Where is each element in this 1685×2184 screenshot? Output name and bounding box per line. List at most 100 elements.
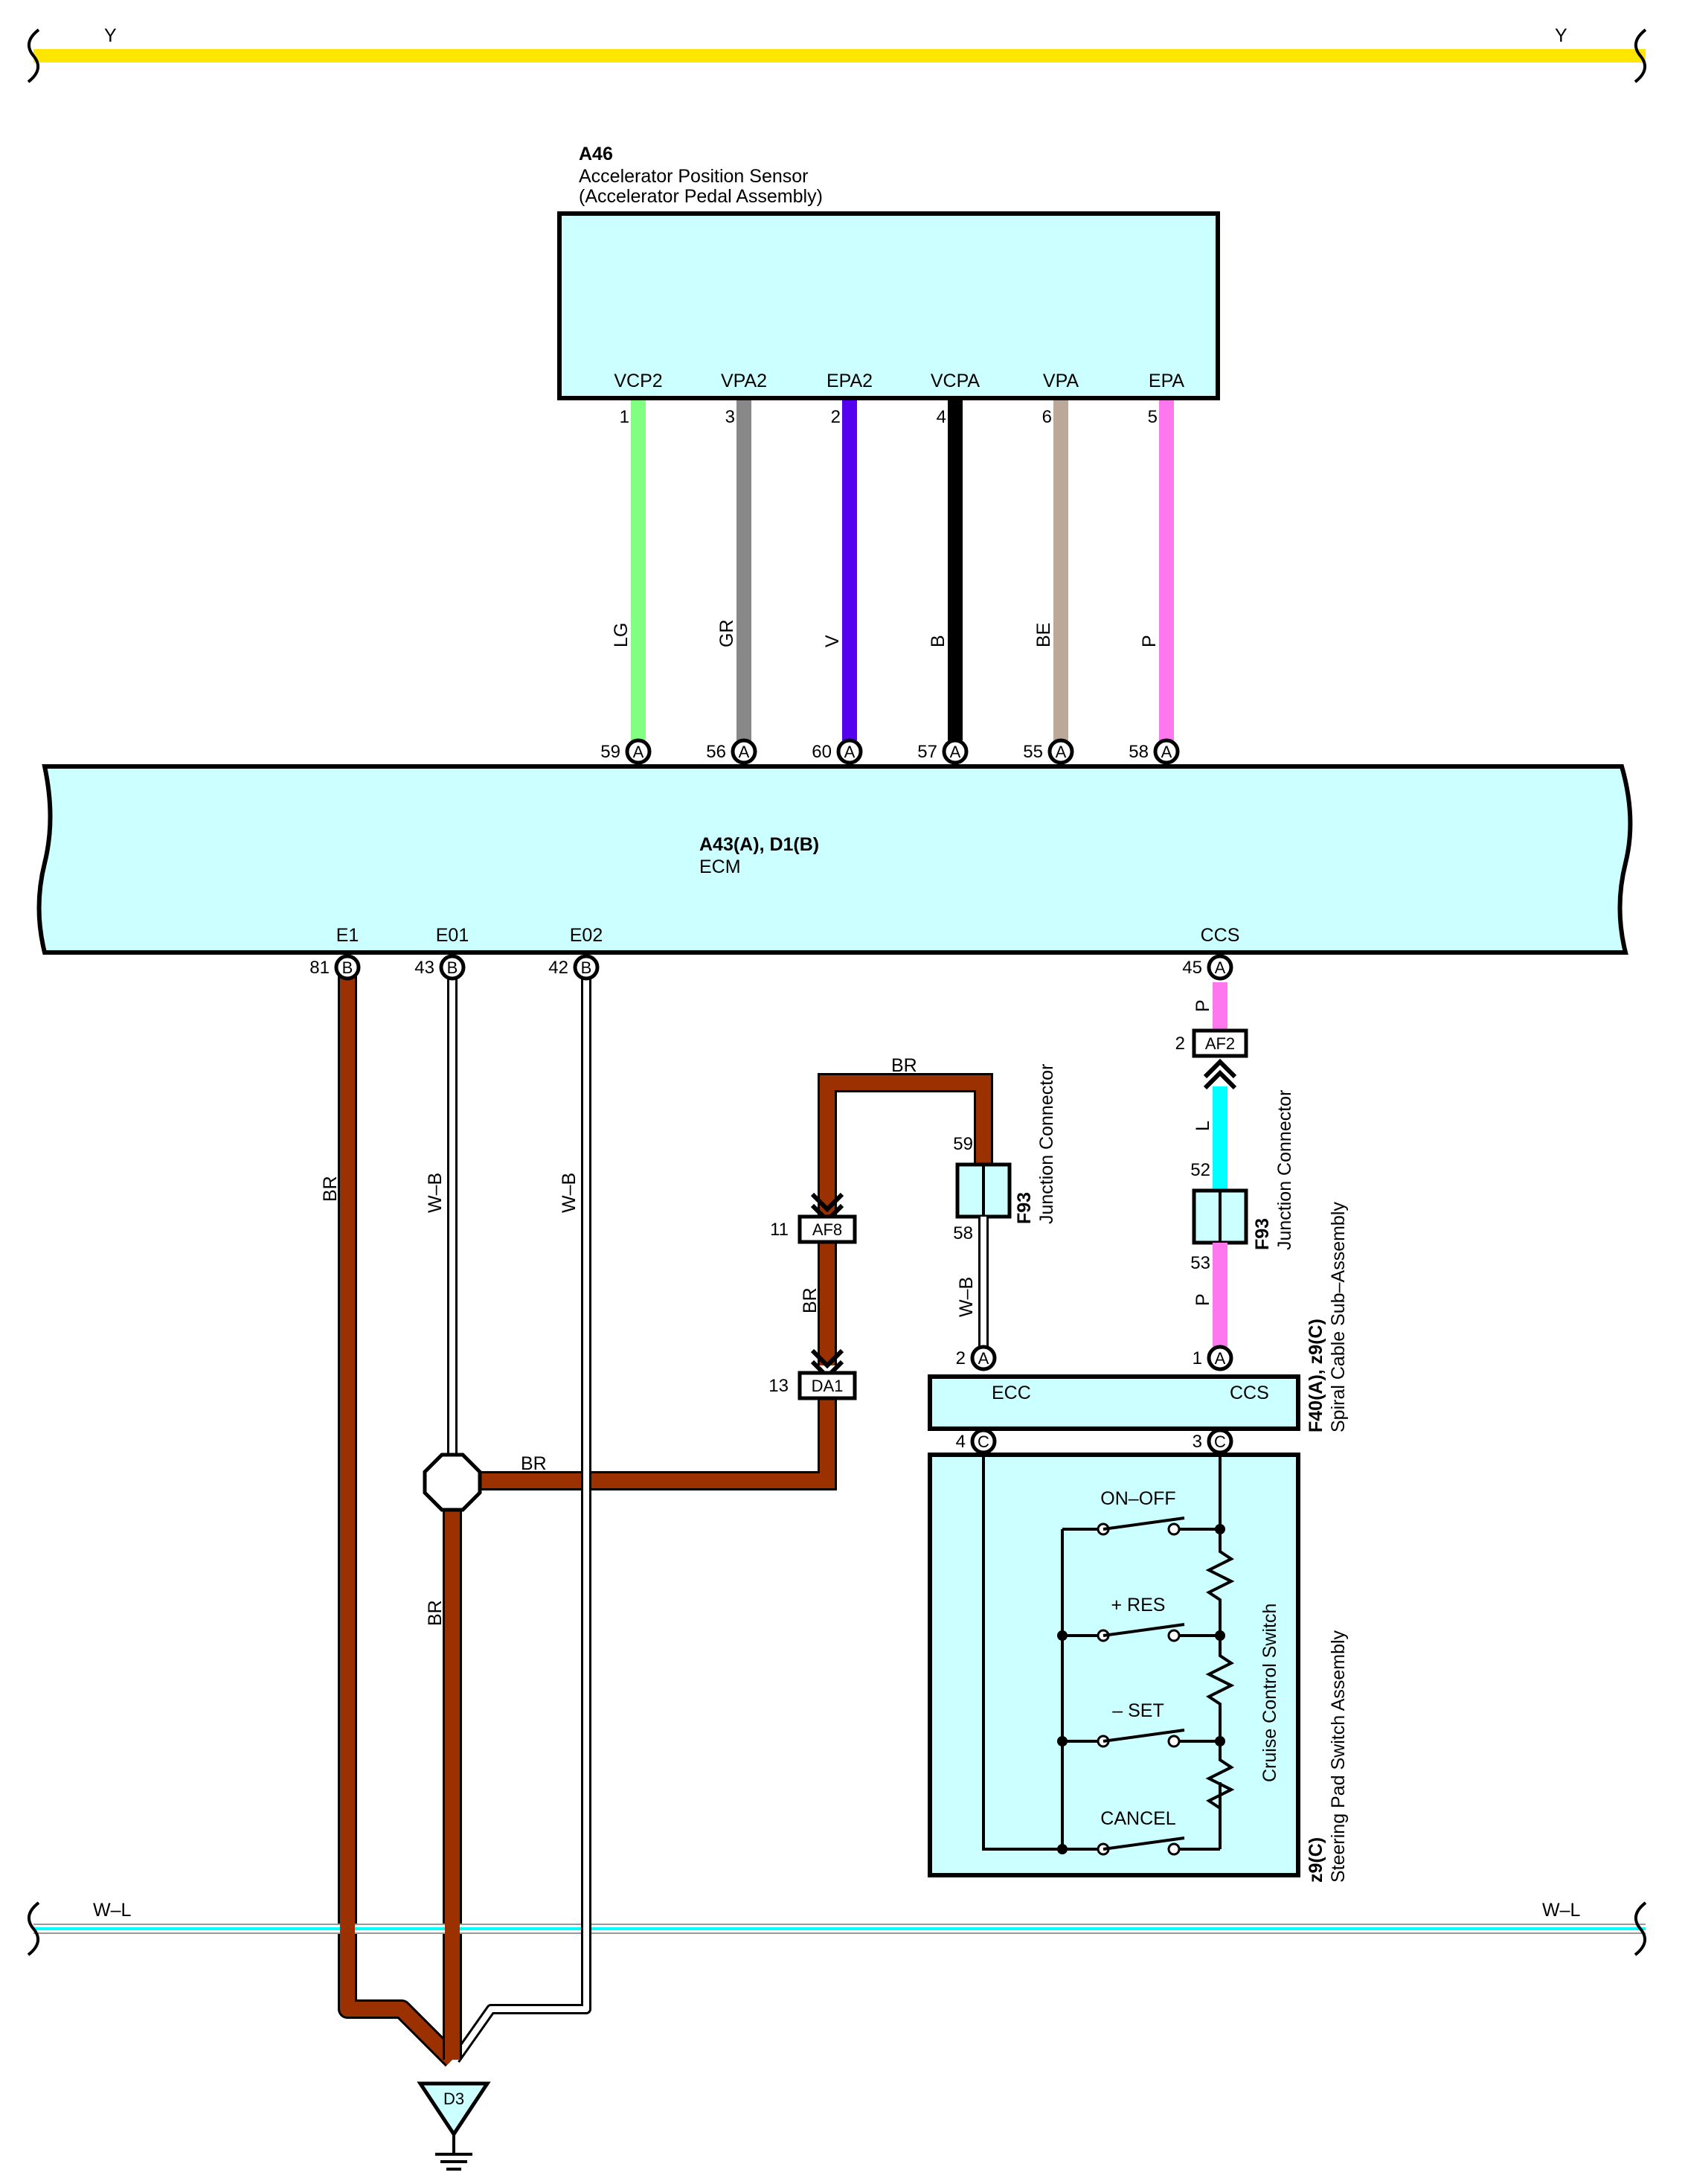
splice-point — [423, 1453, 482, 1512]
wire-label-loop-top: BR — [891, 1055, 917, 1076]
sensor-terminal-name: VPA2 — [721, 371, 767, 391]
bottom-bus: W–L W–L — [27, 1900, 1647, 1956]
switch-assembly-code: z9(C) — [1306, 1837, 1326, 1883]
ecm-bottom-connector-letter: B — [342, 958, 353, 977]
ecm-pin-number: 60 — [812, 742, 832, 762]
ecm-code: A43(A), D1(B) — [699, 834, 819, 855]
ecm: A43(A), D1(B) ECM — [36, 764, 1633, 955]
ecm-connector-letter: A — [739, 743, 750, 761]
connector-da1 — [797, 1371, 857, 1400]
switch-cancel: CANCEL — [1057, 1808, 1220, 1856]
ecm-bottom-pin-circle — [1207, 954, 1233, 981]
connector-af2 — [1192, 1028, 1248, 1058]
sensor-subname: (Accelerator Pedal Assembly) — [579, 186, 823, 207]
spiral-pin-tl: 2 — [956, 1348, 966, 1368]
switch-label-cancel: CANCEL — [1100, 1808, 1176, 1829]
ecm-connector-letter: A — [633, 743, 644, 761]
ecm-pin-circle — [1153, 738, 1180, 765]
f93-left-pin-bottom: 58 — [953, 1223, 973, 1243]
switch-assembly-box — [928, 1453, 1300, 1877]
ecm-name: ECM — [699, 856, 741, 877]
ecm-pin-circle — [836, 738, 863, 765]
f93-left-name: Junction Connector — [1036, 1064, 1057, 1224]
sensor-terminal-name: VCPA — [931, 371, 980, 391]
ecm-pin-circle — [625, 738, 652, 765]
wire-label-e1: BR — [320, 1176, 341, 1202]
spiral-pins: A 2 A 1 C 4 C 3 — [956, 1345, 1233, 1455]
ecm-connector-letter: A — [1056, 743, 1067, 761]
wire-label-e01: W–B — [425, 1173, 446, 1213]
resistor-icon — [1205, 1741, 1235, 1849]
wire-label-af8-da1: BR — [800, 1287, 821, 1313]
sensor-terminal-name: VCP2 — [614, 371, 662, 391]
connector-af2-code: AF2 — [1205, 1034, 1235, 1053]
sensor-box — [557, 211, 1220, 400]
switch-set: – SET — [1057, 1700, 1225, 1748]
break-mark-icon — [27, 1901, 40, 1956]
spiral-name: Spiral Cable Sub–Assembly — [1328, 1202, 1349, 1432]
f93-right-code: F93 — [1252, 1218, 1273, 1250]
wire-label-f93-wb: W–B — [956, 1277, 977, 1317]
ecm-bottom-pin-circle — [573, 954, 600, 981]
wire-label-e02: W–B — [559, 1173, 580, 1213]
ecm-bottom-connector-letter: B — [581, 958, 592, 977]
ecm-bottom-pin-circle — [439, 954, 466, 981]
spiral-conn-tl: A — [978, 1349, 989, 1368]
connector-af8 — [797, 1214, 857, 1244]
spiral-cable-box — [928, 1374, 1300, 1431]
sensor-pin: 6 — [1042, 407, 1052, 427]
bottom-bus-label-left: W–L — [93, 1900, 132, 1921]
break-mark-icon — [1634, 1901, 1647, 1956]
ecm-pin-number: 59 — [600, 742, 620, 762]
ecm-bottom-connector-letter: A — [1215, 958, 1226, 977]
switch-assembly-name: Steering Pad Switch Assembly — [1328, 1630, 1349, 1883]
sensor-name: Accelerator Position Sensor — [579, 166, 808, 187]
sensor-wire-color-label: B — [928, 635, 949, 647]
chevron-up-icon — [1203, 1058, 1237, 1090]
break-mark-icon — [1634, 28, 1647, 83]
ground-d3: D3 — [417, 2081, 491, 2171]
accelerator-position-sensor: A46 Accelerator Position Sensor (Acceler… — [557, 144, 1220, 400]
steering-pad-switch-assembly: Cruise Control Switch z9(C) Steering Pad… — [928, 1451, 1349, 1883]
connector-af8-code: AF8 — [812, 1220, 842, 1239]
connector-da1-pin: 13 — [768, 1376, 789, 1396]
ecm-bottom-terminal-name: CCS — [1201, 925, 1240, 946]
resistor-icon — [1205, 1529, 1235, 1636]
f93-right-pin-top: 52 — [1190, 1160, 1210, 1180]
switch-label-set: – SET — [1112, 1700, 1164, 1721]
ground-wires: BR W–B W–B BR BR — [320, 975, 837, 2067]
top-bus-label-right: Y — [1555, 25, 1567, 46]
connector-af8-pin: 11 — [770, 1220, 789, 1240]
ecm-pin-circle — [1047, 738, 1074, 765]
spiral-left-label: ECC — [992, 1383, 1031, 1403]
spiral-pin-tr: 1 — [1193, 1348, 1202, 1368]
ground-code: D3 — [443, 2089, 464, 2108]
ecm-pin-number: 55 — [1023, 742, 1043, 762]
f93-right-name: Junction Connector — [1274, 1090, 1295, 1250]
sensor-pin: 3 — [725, 407, 735, 427]
sensor-pin: 2 — [831, 407, 841, 427]
sensor-terminal-name: EPA — [1149, 371, 1184, 391]
ecm-bottom-pin-circle — [334, 954, 361, 981]
switch-on-off: ON–OFF — [1062, 1488, 1225, 1536]
sensor-pin: 4 — [937, 407, 946, 427]
spiral-cable: ECC CCS F40(A), z9(C) Spiral Cable Sub–A… — [928, 1202, 1349, 1432]
wire-e02 — [452, 975, 589, 2062]
sensor-wire-color-label: LG — [611, 623, 632, 647]
ecm-pin-circle — [942, 738, 969, 765]
f93-left-pin-top: 59 — [953, 1134, 973, 1154]
wire-label-ccs-p2: P — [1193, 1293, 1213, 1306]
switch-inner-name: Cruise Control Switch — [1259, 1604, 1280, 1782]
wire-label-ccs-l: L — [1193, 1121, 1213, 1131]
f93-right-pin-bottom: 53 — [1190, 1253, 1210, 1273]
ecm-connector-letter: A — [950, 743, 961, 761]
bottom-bus-label-right: W–L — [1542, 1900, 1581, 1921]
break-mark-icon — [27, 28, 40, 83]
spiral-pin-br: 3 — [1193, 1432, 1202, 1452]
ecm-pin-number: 57 — [917, 742, 937, 762]
top-bus-label-left: Y — [104, 25, 117, 46]
switch-label-on-off: ON–OFF — [1100, 1488, 1175, 1509]
wire-label-junction-down: BR — [425, 1600, 446, 1626]
